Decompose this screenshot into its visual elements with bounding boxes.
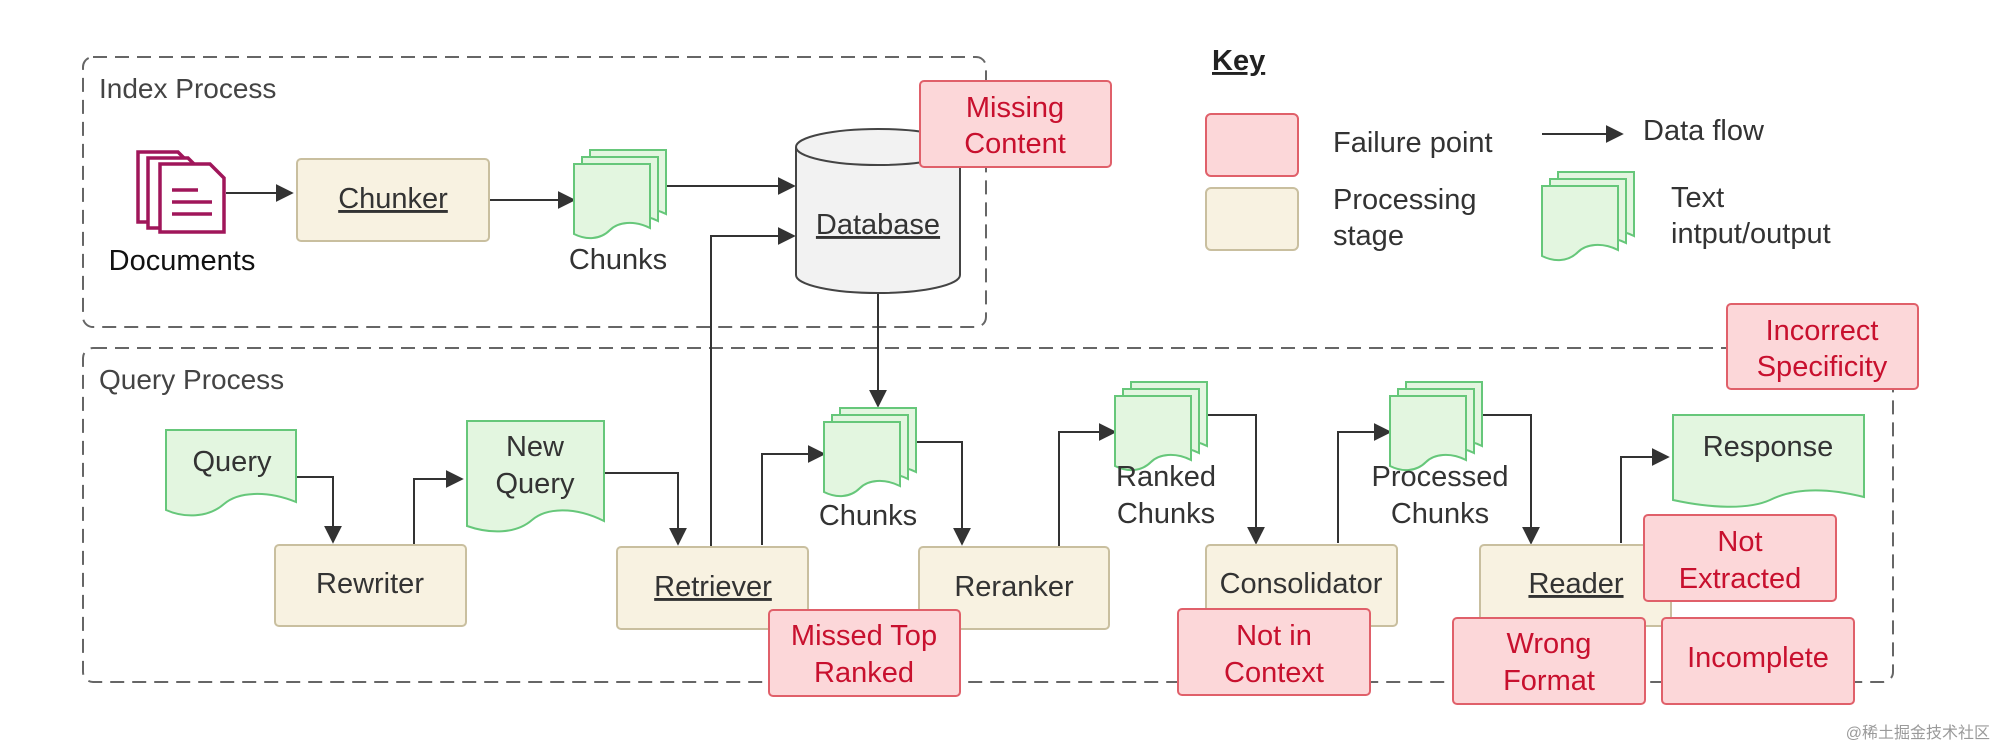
ranked-chunks-line2: Chunks (1117, 498, 1215, 530)
reader-stage: Reader (1479, 544, 1672, 627)
key-processing-stage-line1: Processing (1333, 184, 1476, 216)
consolidator-stage: Consolidator (1205, 544, 1398, 627)
arrow-reranker-to-ranked (1058, 423, 1117, 546)
failure-wrong-format-line2: Format (1503, 665, 1595, 697)
arrow-newquery-to-retriever (604, 472, 687, 546)
processed-chunks-line2: Chunks (1391, 498, 1489, 530)
index-flow-arrows (226, 177, 887, 551)
reranker-label: Reranker (954, 571, 1074, 603)
key-failure-point-label: Failure point (1333, 127, 1493, 159)
response-text-shape: Response (1672, 414, 1865, 508)
failure-wrong-format: Wrong Format (1452, 617, 1646, 705)
failure-missed-top-ranked: Missed Top Ranked (768, 609, 961, 697)
key-processing-stage-line2: stage (1333, 220, 1404, 252)
arrow-retriever-to-database (710, 227, 796, 551)
chunker-label: Chunker (338, 183, 448, 215)
rewriter-label: Rewriter (316, 568, 424, 600)
retriever-stage: Retriever (616, 546, 809, 630)
arrow-processed-to-reader (1480, 414, 1540, 545)
key-text-io-line1: Text (1671, 182, 1724, 214)
index-chunks-label: Chunks (569, 244, 667, 276)
new-query-line2: Query (496, 468, 575, 500)
failure-incomplete: Incomplete (1661, 617, 1855, 705)
rewriter-stage: Rewriter (274, 544, 467, 627)
new-query-text-shape: New Query (466, 420, 605, 533)
failure-missed-top-ranked-line2: Ranked (814, 657, 914, 689)
failure-missed-top-ranked-line1: Missed Top (791, 620, 937, 652)
ranked-chunks-line1: Ranked (1116, 461, 1216, 493)
key-text-io-icon (1541, 171, 1635, 262)
query-label: Query (193, 446, 272, 478)
query-text-shape: Query (165, 429, 297, 517)
query-process-group: Query Process (82, 347, 1894, 683)
failure-wrong-format-line1: Wrong (1507, 628, 1592, 660)
arrow-consolidator-to-processed (1337, 423, 1392, 543)
response-label: Response (1703, 431, 1834, 463)
arrow-query-to-rewriter (296, 476, 342, 544)
key-stage-swatch (1205, 187, 1299, 251)
key-legend: Key Failure point Processing stage Data … (1205, 45, 1831, 262)
arrow-rewriter-to-newquery (413, 470, 464, 545)
failure-missing-content-line2: Content (964, 128, 1066, 160)
query-chunks-label: Chunks (819, 500, 917, 532)
reader-label: Reader (1528, 568, 1623, 600)
failure-not-extracted-line2: Extracted (1679, 563, 1802, 595)
documents-label: Documents (109, 245, 256, 277)
key-data-flow-label: Data flow (1643, 115, 1765, 147)
failure-incorrect-specificity: Incorrect Specificity (1726, 303, 1919, 390)
retriever-label: Retriever (654, 571, 772, 603)
arrow-ranked-to-consolidator (1207, 414, 1265, 545)
failure-not-in-context-line2: Context (1224, 657, 1324, 689)
chunker-stage: Chunker (296, 158, 490, 242)
processed-chunks-line1: Processed (1371, 461, 1508, 493)
arrow-reader-to-response (1620, 448, 1670, 543)
failure-not-extracted: Not Extracted (1643, 514, 1837, 602)
failure-missing-content-line1: Missing (966, 92, 1064, 124)
key-failure-swatch (1205, 113, 1299, 177)
index-process-group: Index Process (82, 56, 987, 328)
failure-incomplete-line1: Incomplete (1687, 642, 1829, 674)
failure-not-in-context: Not in Context (1177, 608, 1371, 696)
new-query-line1: New (506, 431, 565, 463)
key-text-io-line2: intput/output (1671, 218, 1831, 250)
failure-not-extracted-line1: Not (1717, 526, 1762, 558)
index-chunks-icon (573, 149, 667, 240)
consolidator-label: Consolidator (1220, 568, 1383, 600)
query-chunks-icon (823, 407, 917, 498)
failure-not-in-context-line1: Not in (1236, 620, 1312, 652)
watermark: @稀土掘金技术社区 (1846, 724, 1990, 742)
database-label: Database (816, 209, 940, 241)
documents-icon (136, 150, 226, 234)
query-flow-arrows (296, 414, 1670, 546)
failure-missing-content: Missing Content (919, 80, 1112, 168)
ranked-chunks-icon (1114, 381, 1208, 472)
arrow-retriever-to-chunks (761, 445, 826, 545)
processed-chunks-icon (1389, 381, 1483, 472)
reranker-stage: Reranker (918, 546, 1110, 630)
query-process-title: Query Process (99, 364, 284, 395)
index-process-title: Index Process (99, 73, 276, 104)
arrow-chunks-to-reranker (916, 441, 971, 546)
key-title: Key (1212, 45, 1265, 77)
failure-incorrect-specificity-line2: Specificity (1757, 351, 1888, 383)
failure-incorrect-specificity-line1: Incorrect (1766, 315, 1879, 347)
